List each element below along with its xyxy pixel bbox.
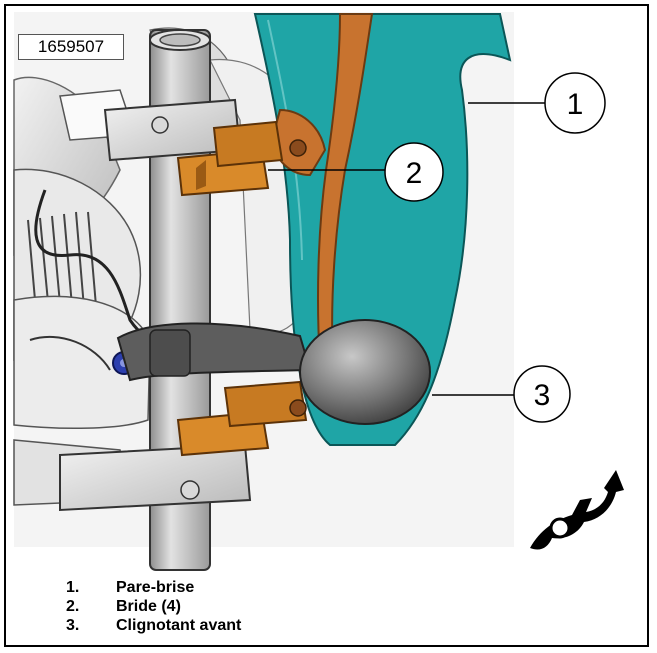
lower-clamp [176,380,308,457]
legend-item: 2. Bride (4) [66,597,241,616]
legend-item: 3. Clignotant avant [66,616,241,635]
front-turn-signal [116,319,431,425]
callout-1-label: 1 [567,88,584,121]
legend-number: 2. [66,598,80,615]
legend-item: 1. Pare-brise [66,578,241,597]
legend-number: 3. [66,617,80,634]
legend-label: Clignotant avant [116,617,242,634]
callout-3-label: 3 [534,379,551,412]
callout-2-label: 2 [406,157,423,190]
motorcycle-direction-icon [530,470,624,550]
legend: 1. Pare-brise 2. Bride (4) 3. Clignotant av… [66,578,241,635]
figure-id-label: 1659507 [18,34,124,60]
legend-label: Bride (4) [116,598,181,615]
legend-number: 1. [66,579,80,596]
callout-2: 2 [384,142,444,202]
callout-3: 3 [513,365,571,423]
upper-clamp [176,120,284,197]
callout-1: 1 [544,72,606,134]
legend-label: Pare-brise [116,579,195,596]
